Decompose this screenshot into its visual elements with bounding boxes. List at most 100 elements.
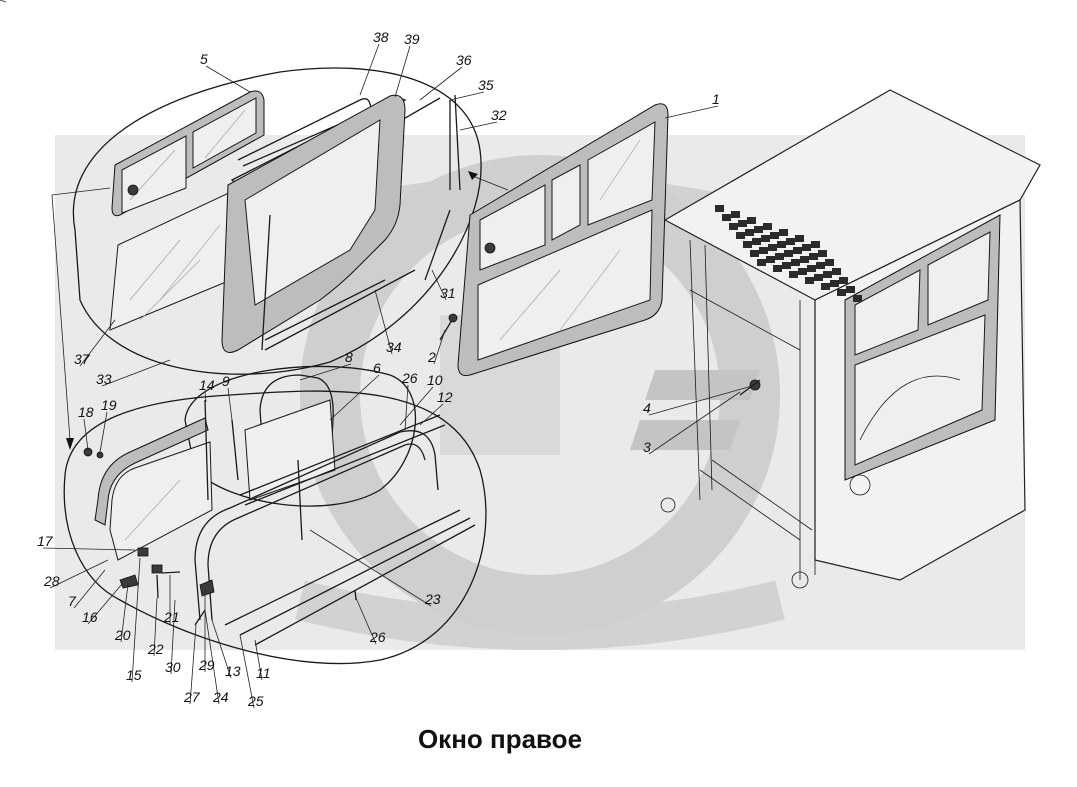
- vent-cell: [750, 250, 759, 257]
- callout-leader: [419, 403, 444, 426]
- cab-body: [660, 89, 1041, 589]
- callout-leader: [189, 624, 197, 705]
- callout-leader: [374, 289, 393, 355]
- part-5-sliding-window: [111, 90, 265, 217]
- callout-leader: [204, 609, 220, 705]
- vent-cell: [752, 238, 761, 245]
- vent-cell: [759, 247, 768, 254]
- part-6-glass: [244, 399, 336, 501]
- vent-cell: [832, 268, 841, 275]
- callout-label: 8: [345, 349, 353, 365]
- vent-cell: [747, 217, 756, 224]
- callout-label: 15: [126, 667, 142, 683]
- callout-label: 4: [643, 400, 651, 416]
- callout-label: 3: [643, 439, 651, 455]
- callout-label: 12: [437, 389, 453, 405]
- callout-leader: [433, 329, 446, 365]
- vent-cell: [770, 232, 779, 239]
- part-32-strip: [424, 209, 451, 281]
- callout-label: 18: [78, 404, 94, 420]
- vent-cell: [745, 229, 754, 236]
- vent-cell: [729, 223, 738, 230]
- vent-cell: [814, 274, 823, 281]
- callout-label: 5: [200, 51, 208, 67]
- callout-leader: [431, 269, 447, 301]
- part-34-frame: [221, 94, 416, 353]
- vent-cell: [823, 271, 832, 278]
- callout-label: 11: [256, 665, 271, 681]
- figure-caption: Окно правое: [417, 724, 583, 754]
- vent-cell: [791, 259, 800, 266]
- vent-cell: [757, 259, 766, 266]
- callout-label: 17: [37, 533, 54, 549]
- callout-label: 26: [369, 629, 386, 645]
- callout-label: 30: [165, 659, 181, 675]
- part-35-strip: [264, 279, 386, 341]
- vent-cell: [846, 286, 855, 293]
- callout-leader: [359, 43, 380, 96]
- callout-label: 22: [147, 641, 164, 657]
- callout-label: 25: [247, 693, 264, 709]
- callout-label: 24: [212, 689, 229, 705]
- small-hardware: [83, 447, 357, 626]
- part-11-25-rails: [224, 509, 476, 646]
- callout-label: 36: [456, 52, 472, 68]
- vent-cell: [775, 253, 784, 260]
- vent-cell: [763, 223, 772, 230]
- group-outline-lower: [63, 365, 487, 665]
- callout-leader: [239, 634, 255, 709]
- callout-leader: [309, 529, 432, 607]
- callout-label: 28: [43, 573, 60, 589]
- vent-cell: [761, 235, 770, 242]
- callout-label: 20: [114, 627, 131, 643]
- vent-cell: [802, 244, 811, 251]
- vent-cell: [731, 211, 740, 218]
- part-9-strip: [231, 419, 239, 481]
- vent-cell: [738, 220, 747, 227]
- cab-roof-vent-grid: [715, 205, 862, 302]
- callout-label: 34: [386, 339, 402, 355]
- callout-leader: [355, 597, 377, 645]
- callout-label: 2: [427, 349, 436, 365]
- callout-leader: [73, 569, 106, 609]
- part-10-12-rails: [239, 414, 446, 506]
- vent-cell: [779, 229, 788, 236]
- callout-leader: [329, 374, 380, 421]
- callout-leader: [211, 619, 232, 679]
- vent-cell: [837, 289, 846, 296]
- callout-label: 26: [401, 370, 418, 386]
- callout-label: 27: [183, 689, 201, 705]
- callout-label: 13: [225, 663, 241, 679]
- vent-cell: [743, 241, 752, 248]
- vent-cell: [736, 232, 745, 239]
- vent-cell: [798, 268, 807, 275]
- callout-label: 32: [491, 107, 507, 123]
- assembly-arrows: [51, 171, 509, 450]
- callout-leader: [120, 583, 129, 643]
- part-29-side-frame: [94, 417, 209, 526]
- callout-label: 14: [199, 377, 215, 393]
- callout-leader: [153, 597, 158, 657]
- callout-leader: [83, 418, 89, 451]
- vent-cell: [715, 205, 724, 212]
- vent-cell: [853, 295, 862, 302]
- part-23-post: [297, 459, 303, 541]
- vent-cell: [766, 256, 775, 263]
- vent-cell: [784, 250, 793, 257]
- callout-leader: [79, 319, 116, 367]
- callout-label: 37: [74, 351, 91, 367]
- part-33-strip: [454, 94, 461, 191]
- callout-leader: [394, 45, 411, 98]
- callout-leader: [42, 547, 136, 551]
- callout-label: 33: [96, 371, 112, 387]
- part-2-bolt: [439, 313, 458, 341]
- vent-cell: [821, 283, 830, 290]
- vent-cell: [786, 238, 795, 245]
- callout-leader: [254, 639, 263, 681]
- part-8-u-frame: [259, 374, 334, 481]
- callout-leader: [299, 363, 352, 381]
- vent-cell: [830, 280, 839, 287]
- vent-cell: [795, 235, 804, 242]
- callout-label: 35: [478, 77, 494, 93]
